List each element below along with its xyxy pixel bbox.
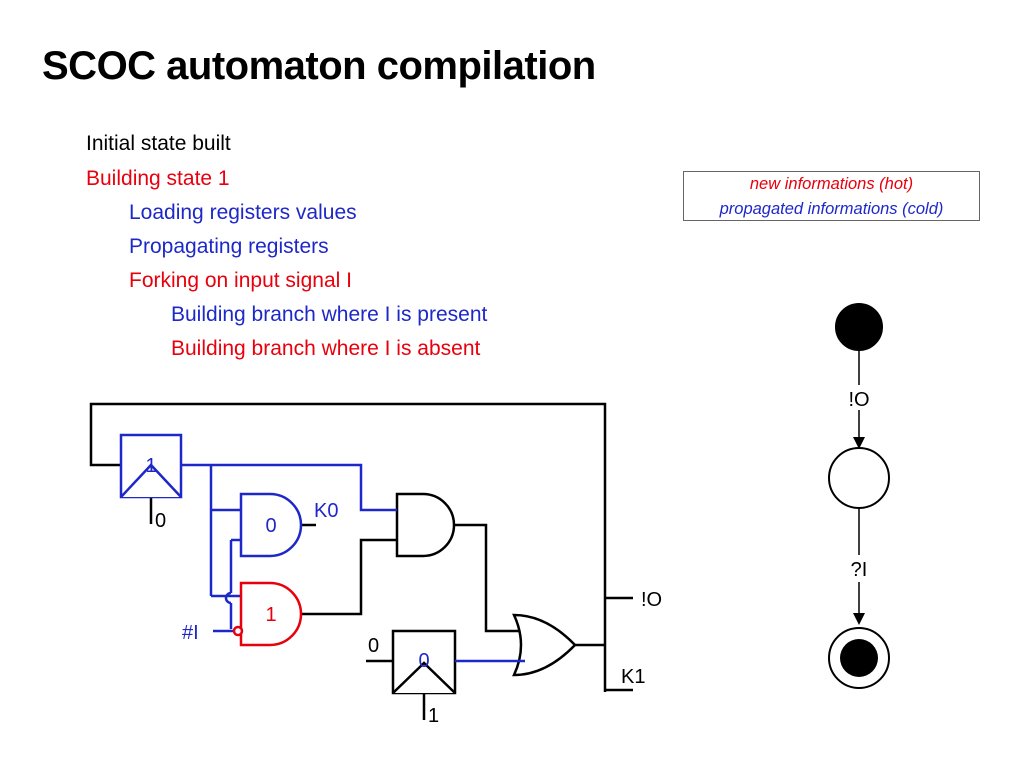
step-propagating: Propagating registers bbox=[129, 235, 329, 258]
arrow-head-1 bbox=[853, 437, 865, 449]
output-o-label: !O bbox=[641, 589, 662, 611]
and-top-value: 0 bbox=[265, 515, 276, 537]
negation-bubble bbox=[232, 625, 244, 637]
and-gate-red bbox=[239, 581, 303, 647]
wire-hop bbox=[224, 591, 232, 605]
and2-output-wire bbox=[451, 523, 523, 633]
k1-label: K1 bbox=[621, 666, 645, 688]
page-title: SCOC automaton compilation bbox=[42, 44, 596, 88]
and-red-output-wire bbox=[301, 538, 397, 616]
step-loading-registers: Loading registers values bbox=[129, 201, 357, 224]
step-building-state: Building state 1 bbox=[86, 167, 230, 190]
or-gate bbox=[512, 613, 577, 677]
input-i-label: #I bbox=[182, 622, 199, 644]
reg1-init: 0 bbox=[155, 510, 166, 532]
and-gate-top bbox=[239, 492, 303, 558]
step-initial: Initial state built bbox=[86, 132, 231, 155]
k0-label: K0 bbox=[314, 500, 338, 522]
black-wires bbox=[89, 402, 633, 720]
and-gate-2 bbox=[395, 492, 456, 558]
arrow-head-2 bbox=[853, 613, 865, 625]
transition-2-label: ?I bbox=[851, 559, 868, 581]
legend-hot: new informations (hot) bbox=[749, 175, 914, 193]
legend-box: new informations (hot) propagated inform… bbox=[683, 171, 980, 221]
final-state-inner bbox=[840, 639, 878, 677]
reg2-input-label: 0 bbox=[368, 635, 379, 657]
reg1-output-wire bbox=[181, 463, 397, 512]
blue-wires bbox=[181, 463, 525, 663]
step-forking: Forking on input signal I bbox=[129, 269, 352, 292]
reg2-init: 1 bbox=[428, 705, 439, 727]
transition-1-label: !O bbox=[848, 389, 869, 411]
state-1 bbox=[828, 447, 890, 509]
and-red-value: 1 bbox=[265, 604, 276, 626]
automaton: !O ?I bbox=[828, 303, 890, 689]
feedback-wire bbox=[89, 402, 607, 692]
step-branch-present: Building branch where I is present bbox=[171, 303, 488, 326]
legend-cold: propagated informations (cold) bbox=[719, 200, 944, 218]
reg1-value: 1 bbox=[145, 455, 156, 477]
register-2-clock bbox=[392, 661, 456, 694]
register-1-clock bbox=[120, 463, 182, 498]
step-branch-absent: Building branch where I is absent bbox=[171, 337, 481, 360]
initial-state bbox=[835, 303, 883, 351]
reg2-value: 0 bbox=[418, 650, 429, 672]
